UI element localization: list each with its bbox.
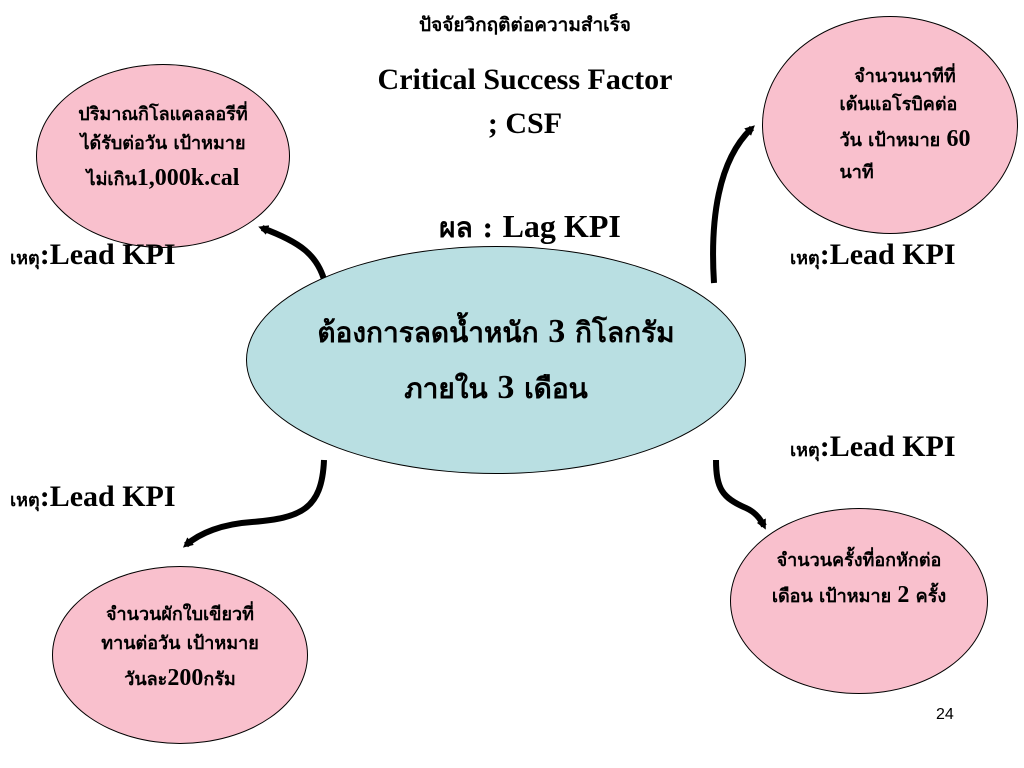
lag-prefix: ผล :	[439, 211, 503, 244]
page-number: 24	[936, 706, 954, 723]
aerobic-line4: นาที	[839, 161, 874, 183]
kpi-circle-vegetables: จำนวนผักใบเขียวที่ ทานต่อวัน เป้าหมาย วั…	[52, 566, 308, 744]
title-english-line1: Critical Success Factor	[377, 63, 673, 96]
vegetables-line1: จำนวนผักใบเขียวที่	[105, 604, 254, 625]
center-goal-line1: ต้องการลดน้ำหนัก 3 กิโลกรัม	[317, 312, 675, 350]
arrow-to-vegetables	[182, 459, 327, 548]
title-english: Critical Success Factor ; CSF	[310, 58, 740, 145]
kpi-circle-situps: จำนวนครั้งที่อกหักต่อ เดือน เป้าหมาย 2 ค…	[730, 508, 988, 694]
aerobic-line3: วัน เป้าหมาย 60	[839, 126, 971, 153]
calories-line2: ได้รับต่อวัน เป้าหมาย	[80, 132, 246, 154]
lag-kpi-text: Lag KPI	[502, 208, 621, 244]
calories-line1: ปริมาณกิโลแคลลอรีที่	[78, 104, 248, 125]
aerobic-line1: จำนวนนาทีที่	[854, 65, 956, 87]
lead-kpi-label-2: เหตุ:Lead KPI	[790, 238, 956, 271]
situps-line2: เดือน เป้าหมาย 2 ครั้ง	[771, 582, 947, 609]
kpi-circle-aerobic: จำนวนนาทีที่ เต้นแอโรบิคต่อ วัน เป้าหมาย…	[762, 16, 1018, 234]
arrow-to-aerobic	[710, 125, 755, 284]
center-goal-ellipse: ต้องการลดน้ำหนัก 3 กิโลกรัม ภายใน 3 เดือ…	[246, 246, 746, 474]
situps-line1: จำนวนครั้งที่อกหักต่อ	[776, 550, 942, 572]
lead-kpi-label-3: เหตุ:Lead KPI	[790, 430, 956, 463]
title-thai: ปัจจัยวิกฤติต่อความสำเร็จ	[419, 14, 631, 36]
calories-line3: ไม่เกิน1,000k.cal	[86, 164, 240, 191]
vegetables-line3: วันละ200กรัม	[124, 664, 236, 691]
aerobic-line2: เต้นแอโรบิคต่อ	[839, 94, 958, 116]
vegetables-line2: ทานต่อวัน เป้าหมาย	[101, 632, 259, 654]
lag-kpi-label: ผล : Lag KPI	[400, 206, 660, 246]
lead-kpi-label-4: เหตุ:Lead KPI	[10, 480, 176, 513]
arrow-to-calories	[258, 225, 328, 284]
center-goal-line2: ภายใน 3 เดือน	[404, 369, 588, 406]
lead-kpi-label-1: เหตุ:Lead KPI	[10, 238, 176, 271]
title-english-line2: ; CSF	[487, 106, 563, 140]
arrow-to-situps	[713, 459, 767, 530]
kpi-circle-calories: ปริมาณกิโลแคลลอรีที่ ได้รับต่อวัน เป้าหม…	[36, 64, 290, 248]
